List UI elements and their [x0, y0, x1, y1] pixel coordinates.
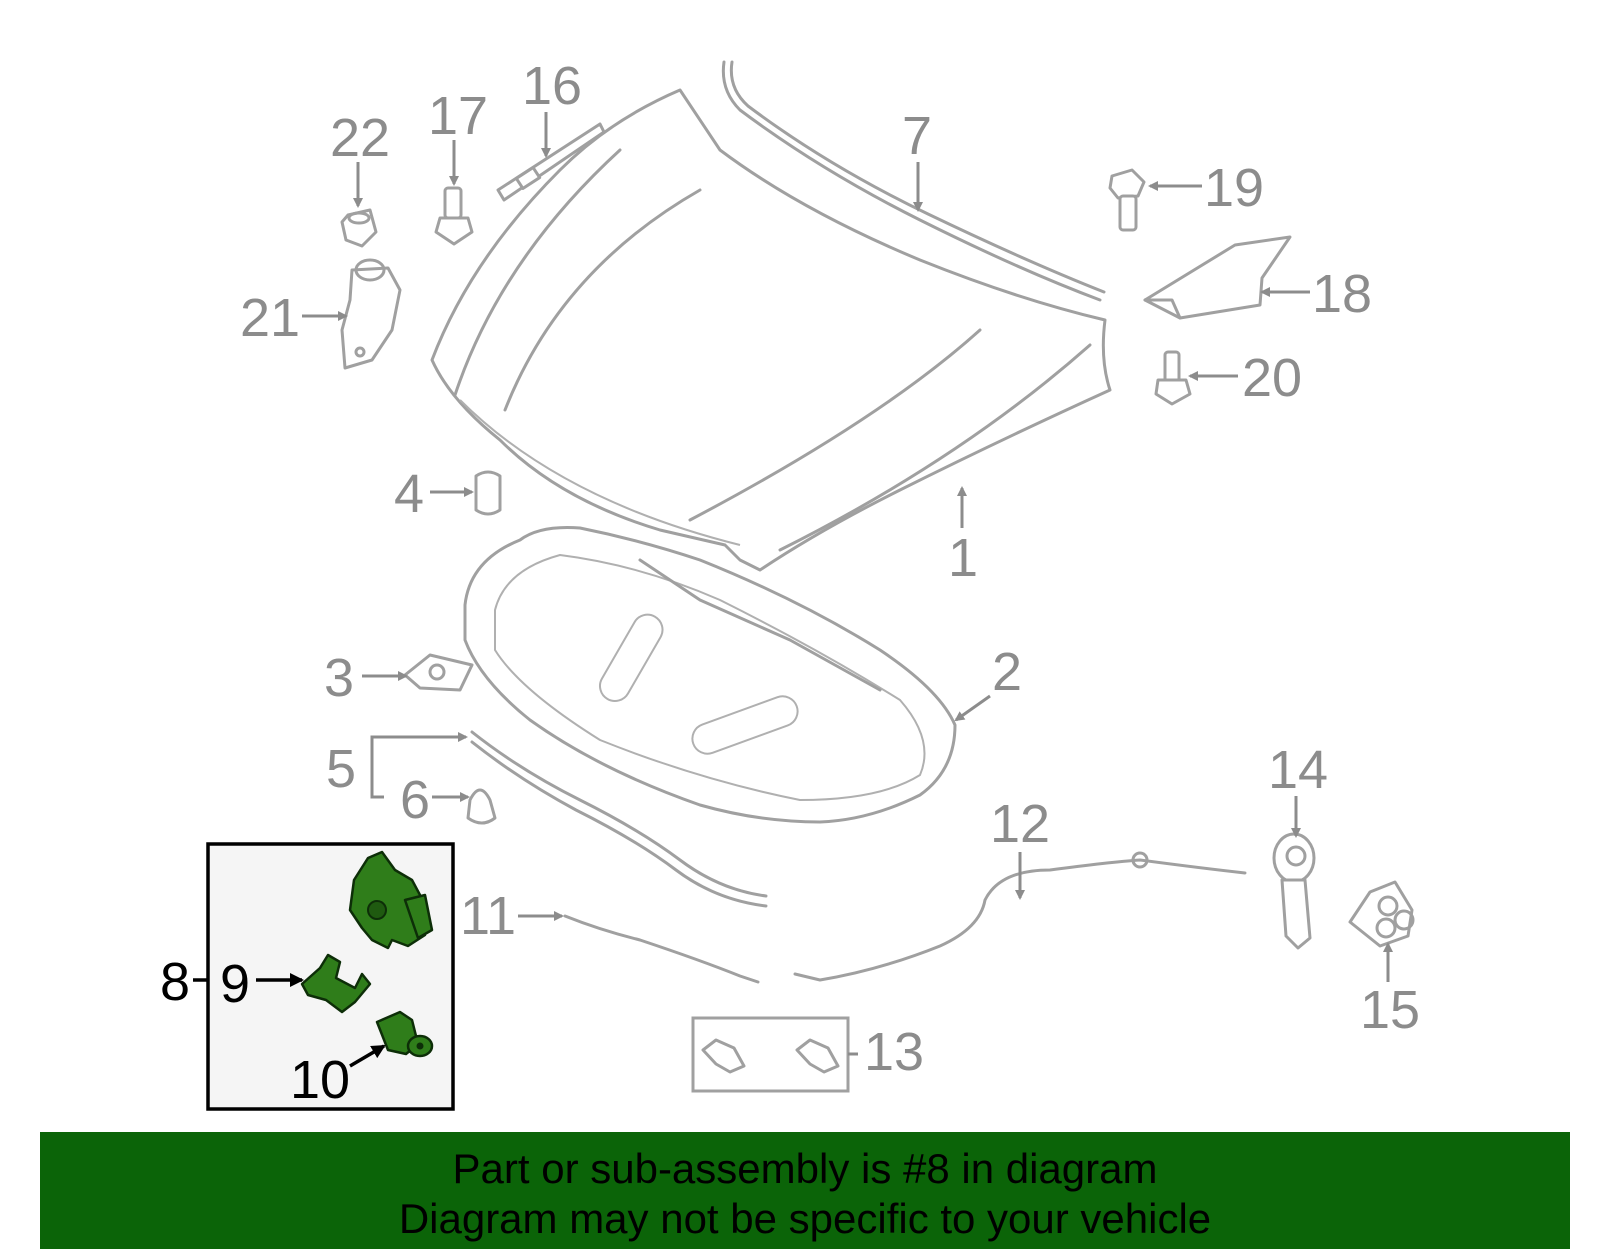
info-banner: Part or sub-assembly is #8 in diagram Di…	[40, 1132, 1570, 1249]
callout-18: 18	[1312, 264, 1372, 324]
part-8-latch[interactable]	[348, 850, 434, 950]
callout-14: 14	[1268, 740, 1328, 800]
part-22-nut	[340, 208, 378, 248]
callout-8: 8	[160, 952, 190, 1012]
callout-arrows	[302, 112, 1393, 1056]
callout-10: 10	[290, 1050, 350, 1110]
part-16-rod	[496, 122, 606, 202]
part-6-clip	[466, 788, 497, 825]
highlight-arrows	[193, 973, 386, 1068]
callout-22: 22	[330, 108, 390, 168]
hood-insulator	[463, 526, 957, 824]
release-cable	[563, 851, 1247, 984]
part-3-clip	[403, 653, 474, 692]
part-18-bracket	[1143, 235, 1292, 320]
part-21-hinge	[340, 258, 402, 370]
callout-labels: 1 2 3 4 5 6 7 8 9 10 11 12 13 14 15 16 1…	[160, 56, 1420, 1110]
callout-7: 7	[902, 106, 932, 166]
callout-15: 15	[1360, 980, 1420, 1040]
hood-weatherstrip	[721, 60, 1106, 302]
callout-1: 1	[948, 528, 978, 588]
part-13-clips	[691, 1016, 850, 1093]
callout-20: 20	[1242, 348, 1302, 408]
part-17-bolt	[434, 186, 474, 246]
callout-3: 3	[324, 648, 354, 708]
part-15-lock	[1348, 880, 1415, 948]
banner-line-2: Diagram may not be specific to your vehi…	[398, 1195, 1212, 1242]
part-9-bracket[interactable]	[300, 953, 372, 1014]
callout-4: 4	[394, 464, 424, 524]
callout-6: 6	[400, 770, 430, 830]
callout-13: 13	[864, 1022, 924, 1082]
callout-19: 19	[1204, 158, 1264, 218]
part-4-bumper	[474, 470, 502, 516]
callout-16: 16	[522, 56, 582, 116]
part-14-handle	[1272, 832, 1316, 950]
part-10-bolt[interactable]	[375, 1010, 434, 1058]
part-19-bolt	[1108, 168, 1146, 232]
callout-17: 17	[428, 86, 488, 146]
hood-panel	[430, 88, 1112, 572]
part-5-seal	[470, 730, 768, 908]
part-20-bolt	[1154, 350, 1192, 406]
banner-line-1: Part or sub-assembly is #8 in diagram	[452, 1145, 1158, 1192]
callout-11: 11	[460, 886, 516, 946]
callout-21: 21	[240, 288, 300, 348]
callout-12: 12	[990, 794, 1050, 854]
callout-5: 5	[326, 739, 356, 799]
callout-9: 9	[220, 954, 250, 1014]
callout-2: 2	[992, 642, 1022, 702]
